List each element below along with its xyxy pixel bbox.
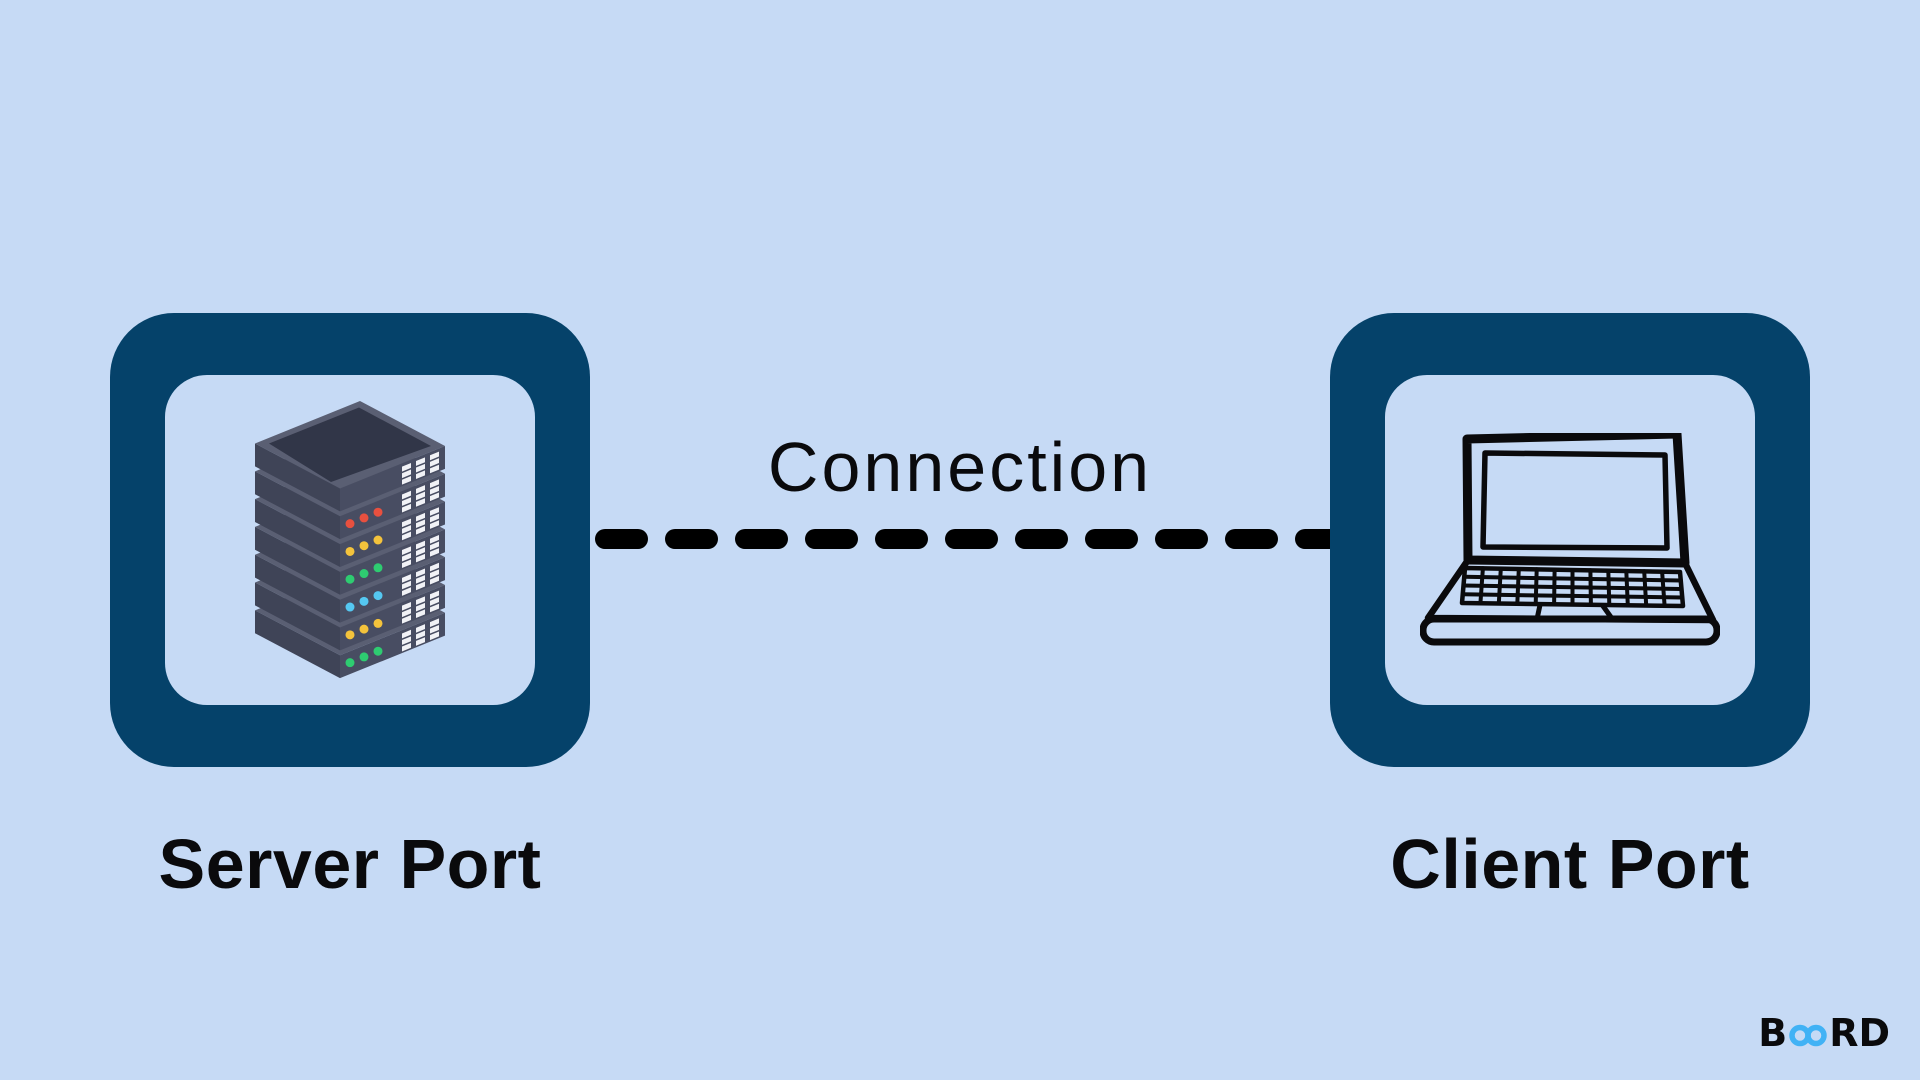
laptop-icon <box>1420 432 1720 645</box>
connection-label: Connection <box>767 428 1153 506</box>
board-logo: B RD <box>1758 1014 1890 1052</box>
server-rack-icon <box>255 401 445 679</box>
server-node <box>110 313 590 767</box>
client-port-label: Client Port <box>1390 825 1750 903</box>
server-port-label: Server Port <box>158 825 542 903</box>
logo-prefix: B <box>1758 1011 1788 1055</box>
client-node-inner <box>1385 375 1755 705</box>
connection-dashed-line <box>595 529 1345 549</box>
client-node <box>1330 313 1810 767</box>
server-node-inner <box>165 375 535 705</box>
infinity-icon <box>1789 1024 1827 1047</box>
logo-suffix: RD <box>1829 1011 1890 1055</box>
